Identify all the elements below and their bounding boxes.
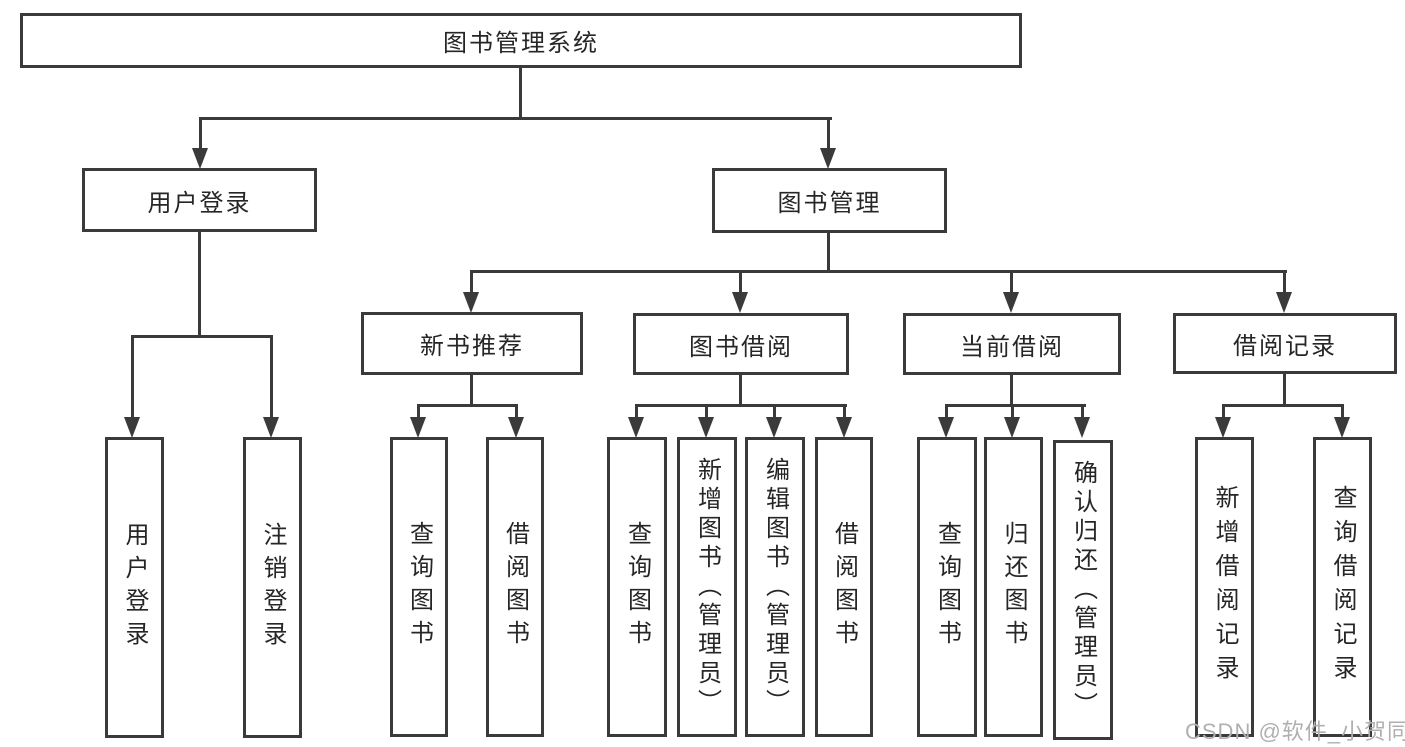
leaf-node-confirm-return-admin: 确认归还（管理员） [1053,440,1113,740]
connector-line [270,335,273,418]
arrow-down-icon [698,417,714,438]
branch-node-label: 用户登录 [147,189,252,217]
arrow-down-icon [124,417,140,438]
section-node-label: 新书推荐 [420,333,524,360]
arrow-down-icon [192,148,208,169]
root-node-label: 图书管理系统 [443,30,599,57]
arrow-down-icon [628,417,644,438]
arrow-down-icon [1334,417,1350,438]
leaf-node-edit-book-admin: 编辑图书（管理员） [745,437,805,737]
section-node-current-borrow: 当前借阅 [903,313,1121,375]
arrow-down-icon [732,292,748,313]
arrow-down-icon [263,417,279,438]
leaf-node-add-book-admin: 新增图书（管理员） [677,437,737,737]
leaf-node-user-login: 用户登录 [105,437,164,738]
arrow-down-icon [938,417,954,438]
leaf-node-borrow-book-2: 借阅图书 [815,437,873,737]
arrow-down-icon [410,417,426,438]
section-node-borrow-record: 借阅记录 [1173,313,1397,374]
connector-line [515,404,518,419]
connector-line [1222,404,1344,407]
arrow-down-icon [836,417,852,438]
leaf-node-label: 注销登录 [259,521,286,654]
watermark: CSDN @软件_小贺同学 [1185,719,1405,744]
leaf-node-label: 编辑图书（管理员） [761,456,789,718]
connector-line [131,335,134,418]
connector-line [1011,404,1014,419]
leaf-node-query-book-1: 查询图书 [390,437,448,737]
connector-line [519,66,522,119]
connector-line [470,270,1287,273]
leaf-node-query-book-3: 查询图书 [917,437,977,737]
leaf-node-label: 查询图书 [623,521,651,653]
connector-line [199,117,832,120]
arrow-down-icon [820,148,836,169]
connector-line [635,404,638,419]
leaf-node-logout: 注销登录 [243,437,302,738]
branch-node-label: 图书管理 [777,190,882,217]
section-node-new-book: 新书推荐 [361,312,583,375]
connector-line [1283,270,1286,295]
arrow-down-icon [766,417,782,438]
connector-line [199,117,202,150]
leaf-node-label: 确认归还（管理员） [1069,459,1097,721]
leaf-node-borrow-book-1: 借阅图书 [486,437,544,737]
section-node-label: 借阅记录 [1233,333,1337,360]
branch-node-user-login: 用户登录 [82,168,317,232]
connector-line [739,373,742,407]
leaf-node-label: 用户登录 [121,521,148,654]
arrow-down-icon [508,417,524,438]
connector-line [827,231,830,273]
leaf-node-query-book-2: 查询图书 [607,437,667,737]
connector-line [470,270,473,295]
leaf-node-label: 借阅图书 [830,521,858,653]
connector-line [1081,404,1084,419]
section-node-label: 图书借阅 [689,333,793,361]
connector-line [635,404,847,407]
leaf-node-label: 借阅图书 [501,521,529,653]
leaf-node-label: 新增借阅记录 [1211,485,1238,689]
leaf-node-query-borrow-record: 查询借阅记录 [1313,437,1372,737]
section-node-label: 当前借阅 [960,333,1064,361]
connector-line [1222,404,1225,419]
connector-line [1341,404,1344,419]
leaf-node-label: 查询借阅记录 [1329,485,1356,689]
connector-line [705,404,708,419]
branch-node-book-mgmt: 图书管理 [712,168,947,233]
section-node-book-borrow: 图书借阅 [633,313,849,375]
arrow-down-icon [463,292,479,313]
connector-line [1283,372,1286,407]
connector-line [131,335,273,338]
leaf-node-label: 查询图书 [933,521,961,653]
connector-line [1010,373,1013,407]
connector-line [198,230,201,338]
arrow-down-icon [1003,292,1019,313]
arrow-down-icon [1215,417,1231,438]
connector-line [827,117,830,150]
connector-line [945,404,948,419]
connector-line [417,404,420,419]
leaf-node-label: 归还图书 [1000,521,1027,653]
arrow-down-icon [1276,292,1292,313]
connector-line [773,404,776,419]
connector-line [945,404,1086,407]
leaf-node-label: 新增图书（管理员） [693,456,721,718]
arrow-down-icon [1004,417,1020,438]
leaf-node-add-borrow-record: 新增借阅记录 [1195,437,1254,737]
connector-line [417,404,518,407]
connector-line [470,373,473,407]
leaf-node-label: 查询图书 [405,521,433,653]
root-node-system: 图书管理系统 [20,13,1022,68]
leaf-node-return-book: 归还图书 [984,437,1043,737]
connector-line [843,404,846,419]
arrow-down-icon [1074,417,1090,438]
connector-line [739,270,742,295]
connector-line [1010,270,1013,295]
